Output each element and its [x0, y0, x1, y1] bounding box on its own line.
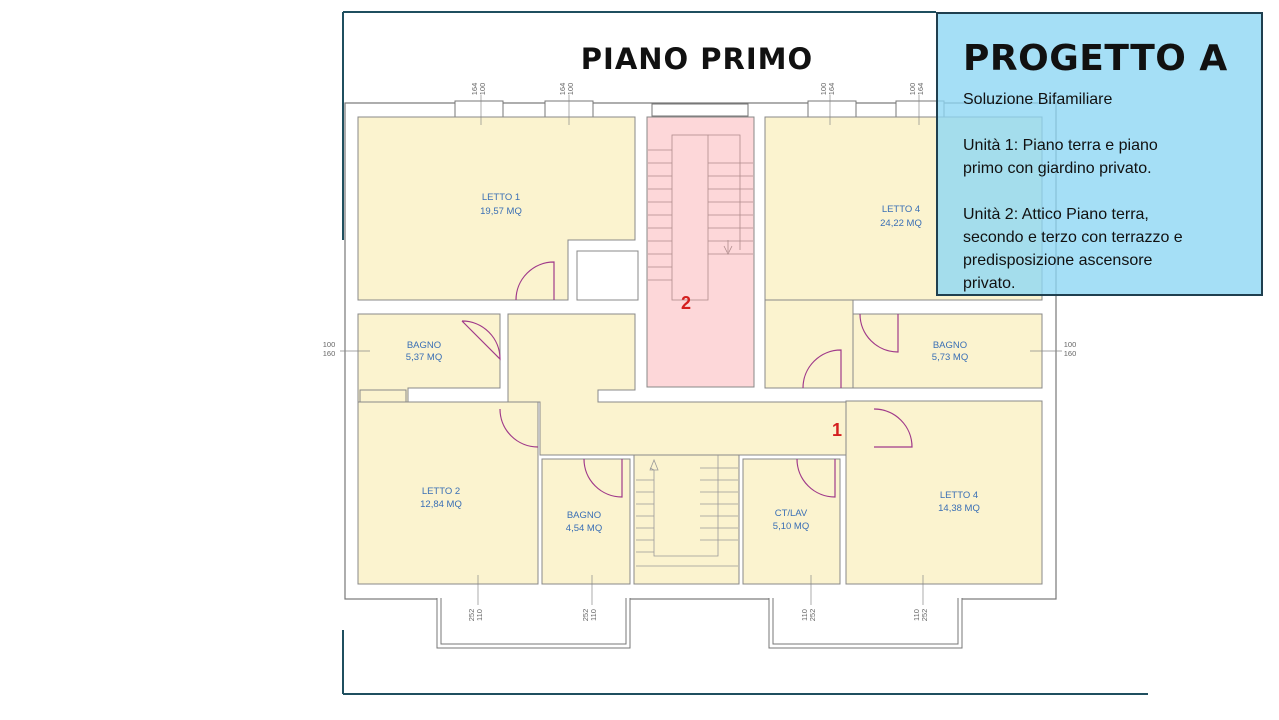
room-letto-4-bottom: [845, 400, 1043, 585]
room-letto-2: [357, 401, 539, 585]
stair-unit-2: [646, 116, 755, 388]
project-title: PROGETTO A: [963, 38, 1228, 79]
bagno-right-area: 5,73 MQ: [932, 352, 968, 363]
bagno-right-label: BAGNO: [933, 340, 967, 351]
bagno-left-label: BAGNO: [407, 340, 441, 351]
window-top-3: [807, 100, 857, 118]
svg-text:110: 110: [912, 609, 921, 621]
svg-text:100: 100: [323, 340, 336, 349]
letto-4-top-label: LETTO 4: [882, 204, 920, 215]
bagno-center-area: 4,54 MQ: [566, 523, 602, 534]
window-top-1: [454, 100, 504, 118]
svg-text:100: 100: [819, 83, 828, 96]
svg-text:160: 160: [323, 349, 336, 358]
svg-text:252: 252: [467, 609, 476, 622]
bagno-left-area: 5,37 MQ: [406, 352, 442, 363]
letto-4-bottom-area: 14,38 MQ: [938, 503, 980, 514]
unit-2-description: Unità 2: Attico Piano terra, secondo e t…: [963, 206, 1183, 292]
svg-text:252: 252: [581, 609, 590, 622]
svg-text:164: 164: [470, 83, 479, 96]
svg-text:164: 164: [916, 83, 925, 96]
unit-1-marker: 1: [832, 420, 842, 440]
bagno-center-label: BAGNO: [567, 510, 601, 521]
hall-right: [764, 299, 854, 389]
floor-title: PIANO PRIMO: [581, 42, 813, 76]
dimension-labels: 164 100 164 100 100 164 100 164 100 160 …: [323, 83, 1077, 622]
svg-text:252: 252: [808, 609, 817, 622]
svg-text:164: 164: [558, 83, 567, 96]
room-labels: LETTO 1 19,57 MQ LETTO 4 24,22 MQ BAGNO …: [406, 192, 980, 534]
shaft: [576, 250, 639, 301]
ctlav-label: CT/LAV: [775, 508, 808, 519]
svg-text:110: 110: [589, 609, 598, 621]
letto-1-label: LETTO 1: [482, 192, 520, 203]
svg-text:100: 100: [1064, 340, 1077, 349]
svg-text:110: 110: [800, 609, 809, 621]
svg-text:100: 100: [566, 83, 575, 96]
project-subtitle: Soluzione Bifamiliare: [963, 91, 1113, 108]
window-stair: [651, 103, 749, 117]
ctlav-area: 5,10 MQ: [773, 521, 809, 532]
letto-2-label: LETTO 2: [422, 486, 460, 497]
svg-text:100: 100: [908, 83, 917, 96]
room-ctlav: [742, 458, 841, 585]
stair-unit-1: [633, 454, 740, 585]
door-swings: [461, 261, 913, 498]
svg-text:110: 110: [475, 609, 484, 621]
room-letto-1: [357, 116, 636, 301]
room-bagno-right: [852, 313, 1043, 389]
letto-4-bottom-label: LETTO 4: [940, 490, 978, 501]
letto-1-area: 19,57 MQ: [480, 206, 522, 217]
svg-text:100: 100: [478, 83, 487, 96]
slide-frame: [342, 11, 1148, 695]
project-info-box: PROGETTO A Soluzione Bifamiliare Unità 1…: [936, 12, 1263, 296]
unit-1-description: Unità 1: Piano terra e piano primo con g…: [963, 137, 1158, 177]
svg-text:252: 252: [920, 609, 929, 622]
letto-2-area: 12,84 MQ: [420, 499, 462, 510]
svg-text:164: 164: [827, 83, 836, 96]
letto-4-top-area: 24,22 MQ: [880, 218, 922, 229]
unit-2-marker: 2: [681, 293, 691, 313]
room-bagno-center: [541, 458, 631, 585]
svg-text:160: 160: [1064, 349, 1077, 358]
